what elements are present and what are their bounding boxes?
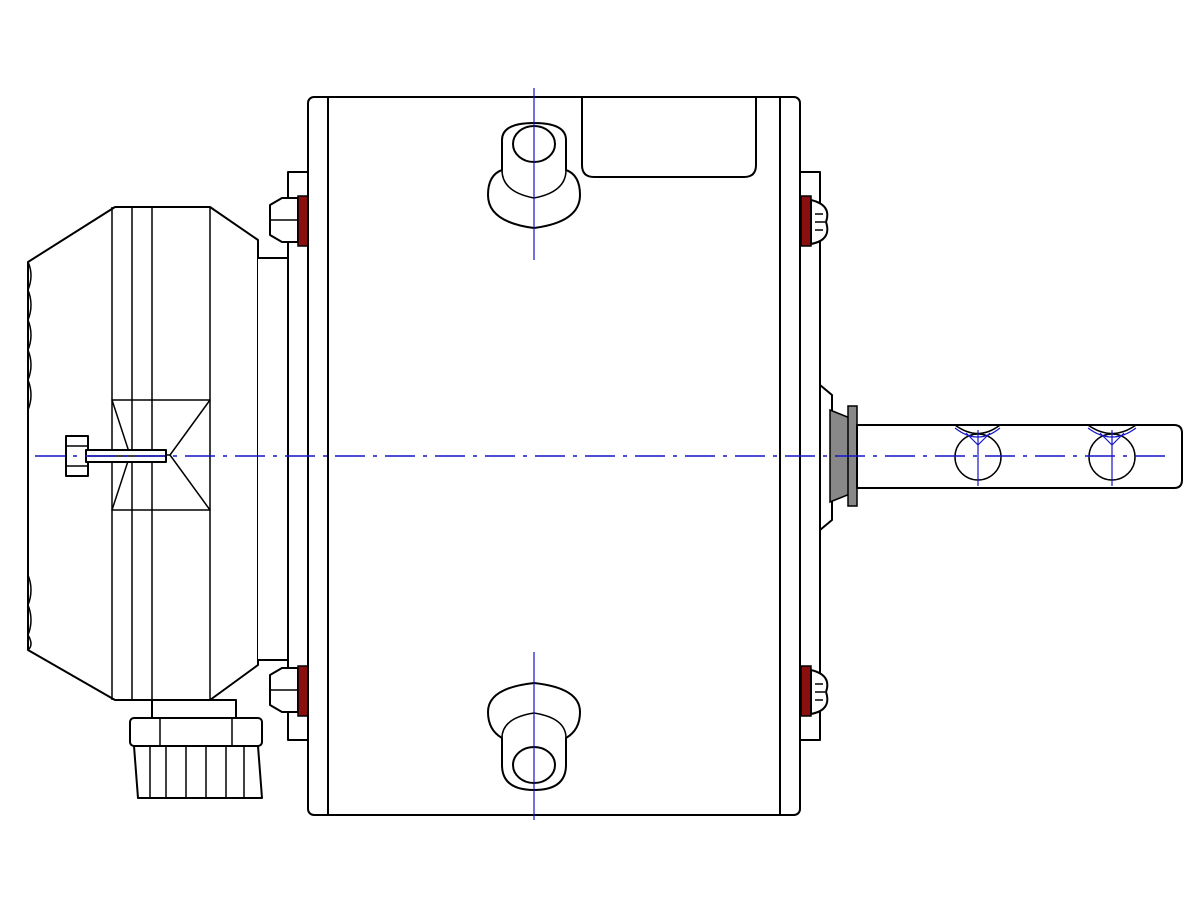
mounting-bolt <box>269 195 309 247</box>
cable-gland <box>129 699 263 799</box>
end-cap-fins <box>27 261 32 651</box>
mounting-bolt <box>269 665 309 717</box>
centerlines <box>35 88 1165 820</box>
nameplate-recess <box>581 96 757 178</box>
mounting-bolt <box>800 665 829 717</box>
mounting-bolt <box>800 195 829 247</box>
